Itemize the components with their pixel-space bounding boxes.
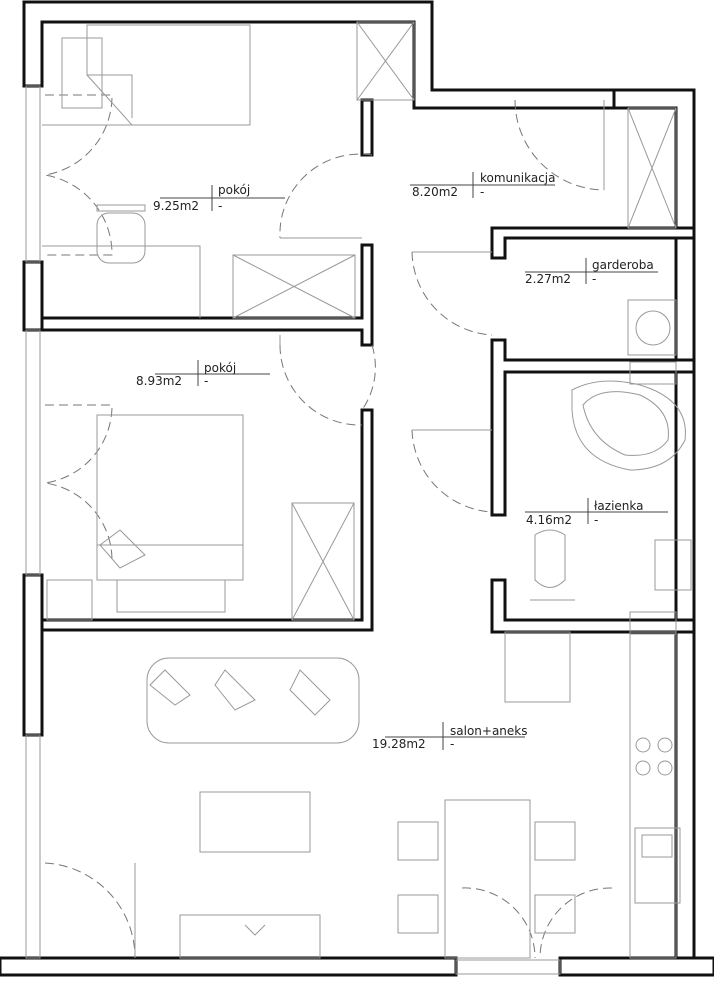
room-label-salon-aneks: salon+aneks 19.28m2 - bbox=[372, 722, 527, 751]
room-note: - bbox=[480, 185, 484, 199]
room-label-garderoba: garderoba 2.27m2 - bbox=[525, 258, 658, 286]
vent bbox=[629, 361, 677, 385]
room-area: 19.28m2 bbox=[372, 737, 426, 751]
bathtub bbox=[571, 380, 686, 471]
room-name: pokój bbox=[218, 183, 250, 197]
room-name: pokój bbox=[204, 361, 236, 375]
coffee-table bbox=[199, 791, 311, 853]
room-name: salon+aneks bbox=[450, 724, 527, 738]
dining-table bbox=[444, 799, 531, 959]
room-note: - bbox=[592, 272, 596, 286]
doors bbox=[44, 94, 613, 959]
room-note: - bbox=[204, 374, 208, 388]
room-label-pokoj-1: pokój 9.25m2 - bbox=[153, 183, 285, 213]
nightstand bbox=[46, 579, 93, 621]
wardrobe bbox=[356, 21, 415, 101]
vent bbox=[629, 611, 677, 635]
room-name: łazienka bbox=[594, 499, 643, 513]
tv-cabinet bbox=[179, 914, 321, 959]
room-area: 8.93m2 bbox=[136, 374, 182, 388]
room-label-komunikacja: komunikacja 8.20m2 - bbox=[410, 171, 555, 199]
room-name: komunikacja bbox=[480, 171, 555, 185]
bed bbox=[96, 414, 244, 613]
sink bbox=[634, 827, 681, 904]
room-note: - bbox=[450, 737, 454, 751]
room-label-lazienka: łazienka 4.16m2 - bbox=[525, 498, 668, 527]
room-area: 8.20m2 bbox=[412, 185, 458, 199]
wardrobe bbox=[291, 502, 355, 621]
toilet bbox=[530, 529, 575, 601]
furniture bbox=[42, 21, 692, 959]
room-area: 9.25m2 bbox=[153, 199, 199, 213]
sofa bbox=[146, 657, 360, 744]
kitchen-counter bbox=[629, 631, 677, 959]
room-note: - bbox=[218, 199, 222, 213]
room-area: 4.16m2 bbox=[526, 513, 572, 527]
cooktop bbox=[635, 737, 673, 776]
washbasin bbox=[654, 539, 692, 591]
bed bbox=[86, 24, 251, 126]
dining-chairs bbox=[397, 821, 576, 934]
wardrobe bbox=[232, 254, 356, 319]
chair bbox=[96, 212, 146, 264]
nightstand bbox=[61, 37, 103, 109]
room-name: garderoba bbox=[592, 258, 654, 272]
room-area: 2.27m2 bbox=[525, 272, 571, 286]
interior-walls bbox=[40, 98, 696, 634]
room-label-pokoj-2: pokój 8.93m2 - bbox=[136, 360, 270, 388]
fridge bbox=[504, 631, 571, 703]
outer-walls bbox=[0, 0, 714, 977]
wardrobe bbox=[627, 107, 677, 229]
room-note: - bbox=[594, 513, 598, 527]
washing-machine bbox=[627, 299, 677, 356]
